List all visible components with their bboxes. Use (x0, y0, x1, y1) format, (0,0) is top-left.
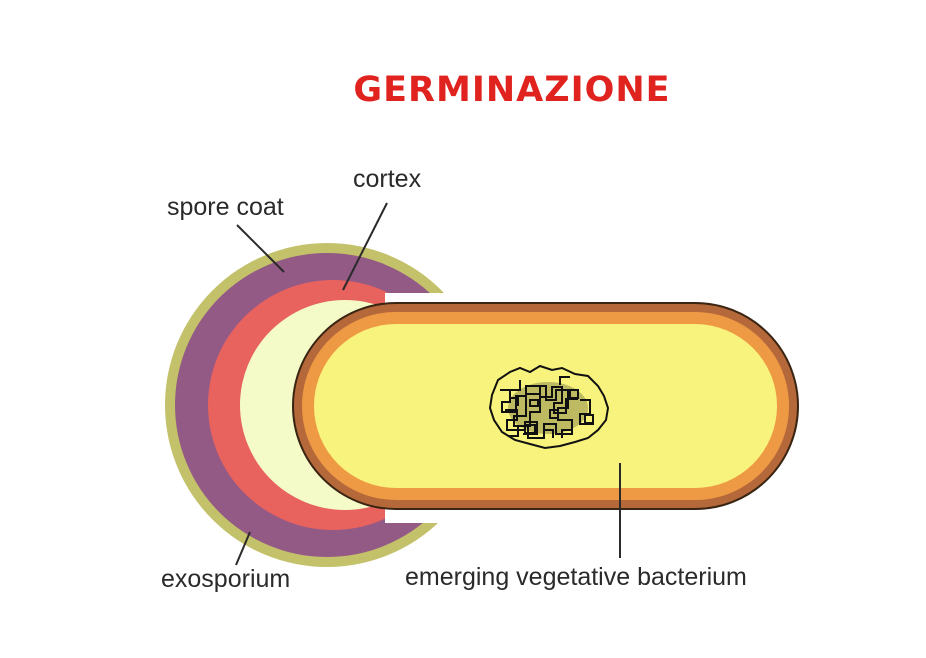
leader-lines (235, 202, 621, 566)
nucleoid (488, 364, 610, 450)
cytoplasm (314, 324, 777, 488)
label-spore-coat: spore coat (167, 193, 284, 221)
label-cortex: cortex (353, 165, 422, 193)
cortex-leader (342, 202, 388, 291)
spore-coat-leader (236, 224, 285, 273)
label-emerging-bacterium: emerging vegetative bacterium (405, 563, 747, 591)
diagram-title: GERMINAZIONE (353, 70, 671, 110)
exosporium-leader (235, 531, 251, 566)
nucleoid-fill (508, 382, 588, 434)
label-exosporium: exosporium (161, 565, 291, 593)
vegetative-bacterium (292, 302, 799, 510)
